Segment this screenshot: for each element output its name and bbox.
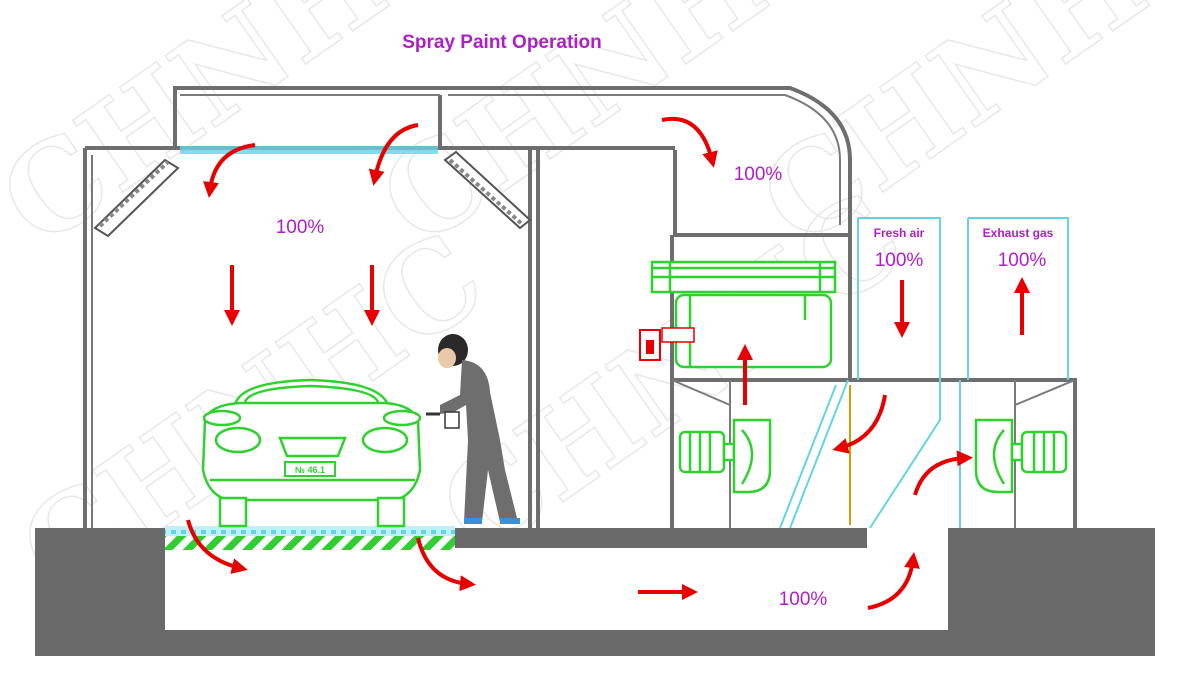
heater-unit [639,260,837,369]
airflow-arrows [186,116,1030,610]
right-wheel [376,496,406,528]
left-light-fixture [93,158,180,238]
arrow-pit-up [867,552,920,610]
floor [35,528,1155,656]
painter-person [426,334,520,524]
fresh-air-duct [779,217,941,529]
left-headlight [214,426,262,454]
arrow-ceiling-left [203,143,256,198]
car: № 46.1 [201,378,422,528]
right-light-fixture [443,150,532,230]
spray-gun-icon [444,411,460,429]
ceiling-filter [180,146,438,154]
fresh-air-pct: 100% [875,250,924,271]
right-headlight [361,426,409,454]
diagram-title: Spray Paint Operation [402,32,602,53]
arrow-pit-mid [416,537,476,592]
supply-motor-icon [678,430,726,474]
supply-fan [678,418,772,494]
booth-airflow-label: 100% [276,217,325,238]
fresh-air-title: Fresh air [874,226,925,240]
arrow-duct [661,116,718,168]
arrow-ceiling-right [368,123,419,186]
left-mirror [202,409,242,427]
floor-grating [165,526,455,550]
license-plate: № 46.1 [295,465,325,475]
exhaust-gas-title: Exhaust gas [983,226,1054,240]
right-mirror [382,409,422,427]
arrow-fresh-turn [832,394,887,454]
exhaust-fan [974,418,1068,494]
arrow-exhaust-turn [913,450,973,496]
exhaust-gas-pct: 100% [998,250,1047,271]
pit-airflow-label: 100% [779,589,828,610]
arrow-pit-left [186,519,248,574]
duct-airflow-label: 100% [734,164,783,185]
left-wheel [218,496,248,528]
